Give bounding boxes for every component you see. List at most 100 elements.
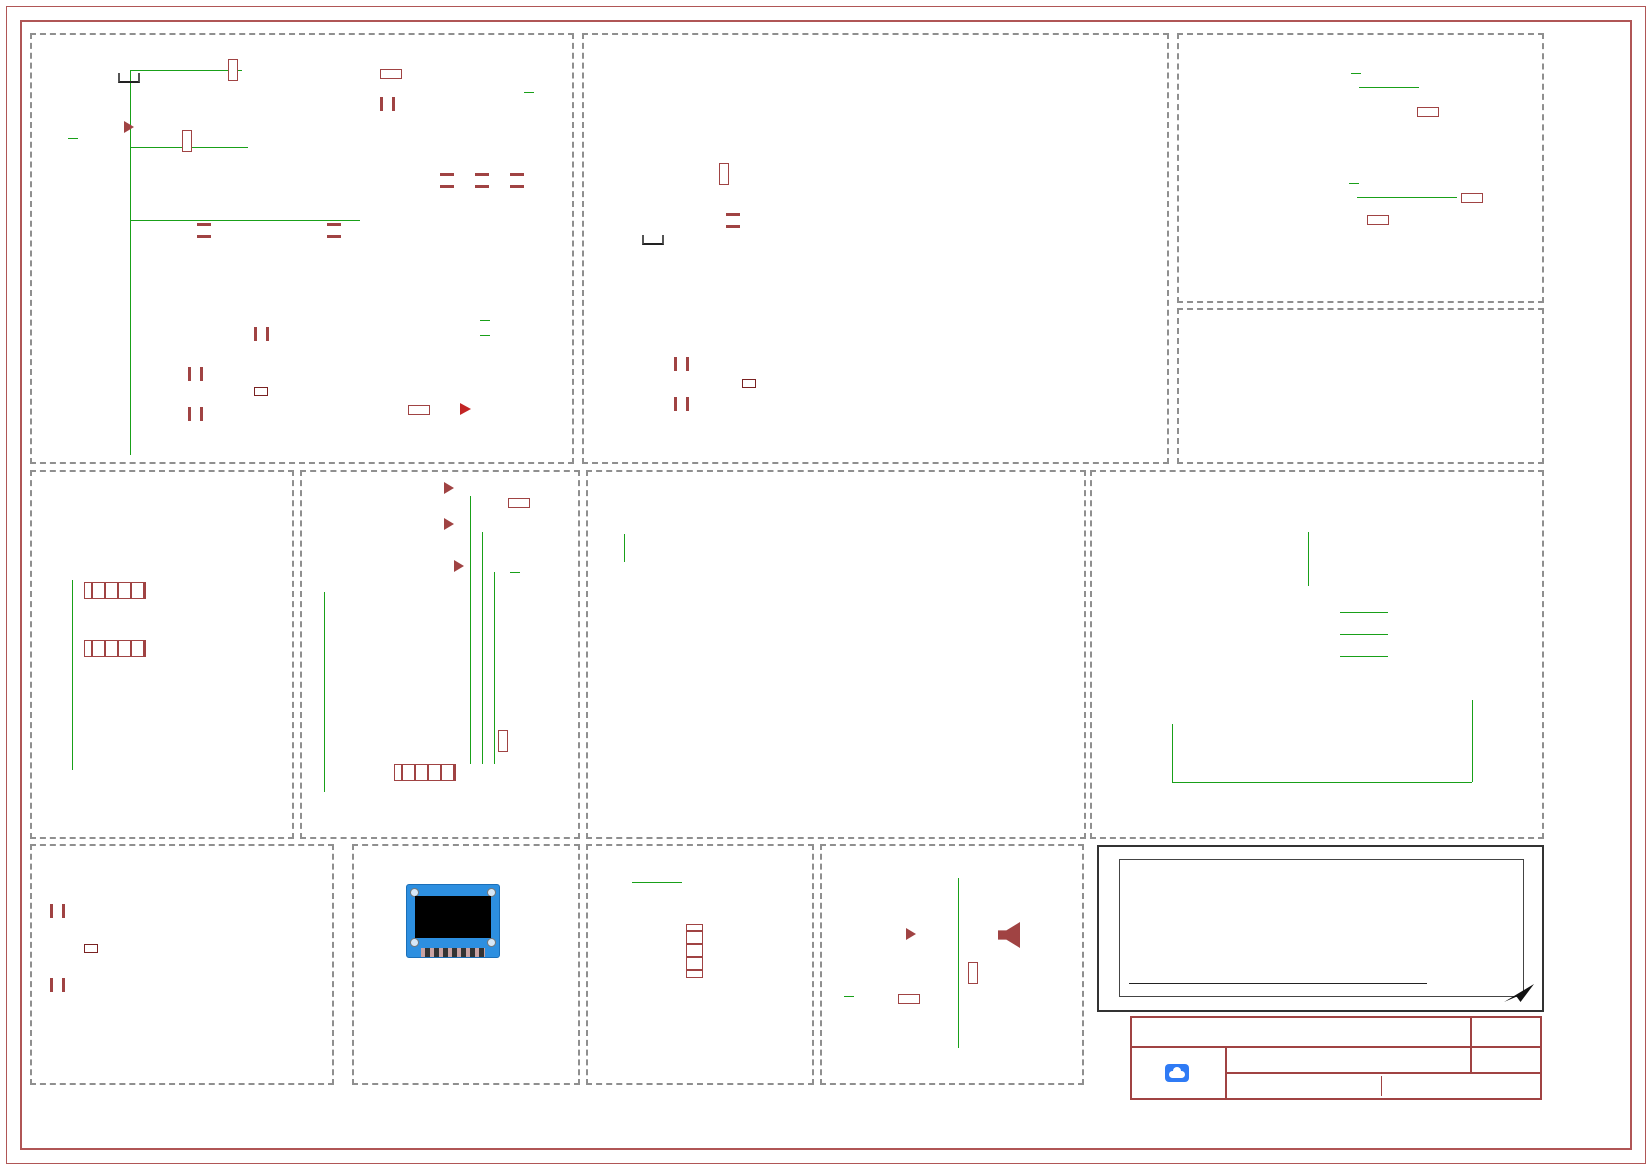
block-led-seg4 bbox=[1090, 470, 1544, 839]
title-cell bbox=[1131, 1017, 1471, 1047]
resistor-r6 bbox=[968, 962, 978, 984]
block-mcu bbox=[582, 33, 1169, 464]
wire bbox=[324, 592, 325, 792]
wire bbox=[1340, 612, 1388, 613]
divider bbox=[1129, 983, 1427, 984]
led9-power-led bbox=[460, 403, 471, 415]
oled-pins bbox=[421, 948, 485, 957]
cap-c5 bbox=[197, 223, 211, 238]
diode-d2 bbox=[444, 482, 454, 494]
block-buzz bbox=[820, 844, 1084, 1085]
pot-r8 bbox=[1417, 107, 1439, 117]
cap-c1 bbox=[380, 97, 395, 111]
wire bbox=[1340, 656, 1388, 657]
net-rxd bbox=[480, 320, 490, 321]
resistor-r7 bbox=[898, 994, 920, 1004]
wire bbox=[72, 580, 73, 770]
diode-d5 bbox=[124, 121, 134, 133]
wire bbox=[130, 70, 131, 455]
photoresistor-r10 bbox=[1367, 215, 1389, 225]
wire bbox=[482, 532, 483, 764]
resistor-network-rn7 bbox=[686, 924, 703, 978]
wire bbox=[130, 220, 360, 221]
sheet-cell bbox=[1471, 1047, 1541, 1073]
cap-c12 bbox=[50, 978, 65, 992]
wire bbox=[1172, 782, 1472, 783]
company-cell bbox=[1226, 1047, 1471, 1073]
resistor-r11 bbox=[408, 405, 430, 415]
wire bbox=[1308, 532, 1309, 586]
cap-c3 bbox=[475, 173, 489, 188]
wire bbox=[624, 534, 625, 562]
resistor-r5 bbox=[498, 730, 508, 752]
paper-plane-icon bbox=[1504, 984, 1534, 1002]
block-pins bbox=[586, 470, 1086, 839]
cap-c11 bbox=[50, 904, 65, 918]
cap-c9 bbox=[726, 213, 740, 228]
crystal-x2 bbox=[84, 944, 98, 953]
easyeda-cloud-icon bbox=[1164, 1064, 1189, 1082]
net-gl-in bbox=[1349, 183, 1359, 184]
diode-d1 bbox=[906, 928, 916, 940]
pot-r9 bbox=[1461, 193, 1483, 203]
resistor-network-rn2 bbox=[84, 640, 146, 657]
cap-c4 bbox=[510, 173, 524, 188]
wire bbox=[1359, 87, 1419, 88]
resistor-r12 bbox=[508, 498, 530, 508]
title-table bbox=[1130, 1016, 1542, 1100]
net-buzz bbox=[844, 996, 854, 997]
crystal-x1 bbox=[742, 379, 756, 388]
oled-module bbox=[406, 884, 500, 958]
wire bbox=[130, 70, 242, 71]
rt-plain-logo bbox=[1504, 984, 1534, 1002]
resistor-r1 bbox=[182, 130, 192, 152]
wire bbox=[632, 882, 682, 883]
resistor-network-rn1 bbox=[84, 582, 146, 599]
cap-c7 bbox=[327, 223, 341, 238]
wire bbox=[958, 878, 959, 1048]
frame-columns-top bbox=[20, 5, 1632, 20]
cap-c6 bbox=[674, 397, 689, 411]
screw-icon bbox=[487, 888, 496, 897]
resistor-r4 bbox=[228, 59, 238, 81]
block-rtc bbox=[30, 844, 334, 1085]
wire bbox=[1357, 197, 1457, 198]
screw-icon bbox=[487, 938, 496, 947]
cap-c8 bbox=[674, 357, 689, 371]
cap-c13 bbox=[188, 407, 203, 421]
switch-sw1 bbox=[118, 73, 140, 83]
block-oled bbox=[352, 844, 580, 1085]
net-aref bbox=[524, 92, 534, 93]
net-txd bbox=[480, 335, 490, 336]
wire bbox=[1472, 700, 1473, 782]
cap-c14 bbox=[254, 327, 269, 341]
wire bbox=[470, 496, 471, 764]
speaker-icon bbox=[998, 922, 1020, 948]
block-led-rgb bbox=[586, 844, 814, 1085]
date-drawn-cell bbox=[1226, 1073, 1541, 1099]
block-leds bbox=[30, 470, 294, 839]
crystal-x3 bbox=[254, 387, 268, 396]
block-adc-gl bbox=[1177, 33, 1544, 303]
wire bbox=[1172, 724, 1173, 782]
cap-c10 bbox=[188, 367, 203, 381]
resistor-r2 bbox=[380, 69, 402, 79]
switch-sw6 bbox=[642, 235, 664, 245]
block-power-uart bbox=[30, 33, 574, 464]
oled-screen bbox=[415, 896, 491, 938]
cap-c2 bbox=[440, 173, 454, 188]
title-block bbox=[1097, 845, 1544, 1012]
frame-rows-left bbox=[5, 20, 20, 1150]
resistor-r3 bbox=[719, 163, 729, 185]
net-pwr bbox=[68, 138, 78, 139]
screw-icon bbox=[410, 938, 419, 947]
resistor-network-rn3 bbox=[394, 764, 456, 781]
net-ks-int bbox=[510, 572, 520, 573]
block-keys bbox=[300, 470, 580, 839]
rev-cell bbox=[1471, 1017, 1541, 1047]
screw-icon bbox=[410, 888, 419, 897]
frame-rows-right bbox=[1632, 20, 1647, 1150]
block-isp bbox=[1177, 308, 1544, 464]
wire bbox=[494, 572, 495, 764]
